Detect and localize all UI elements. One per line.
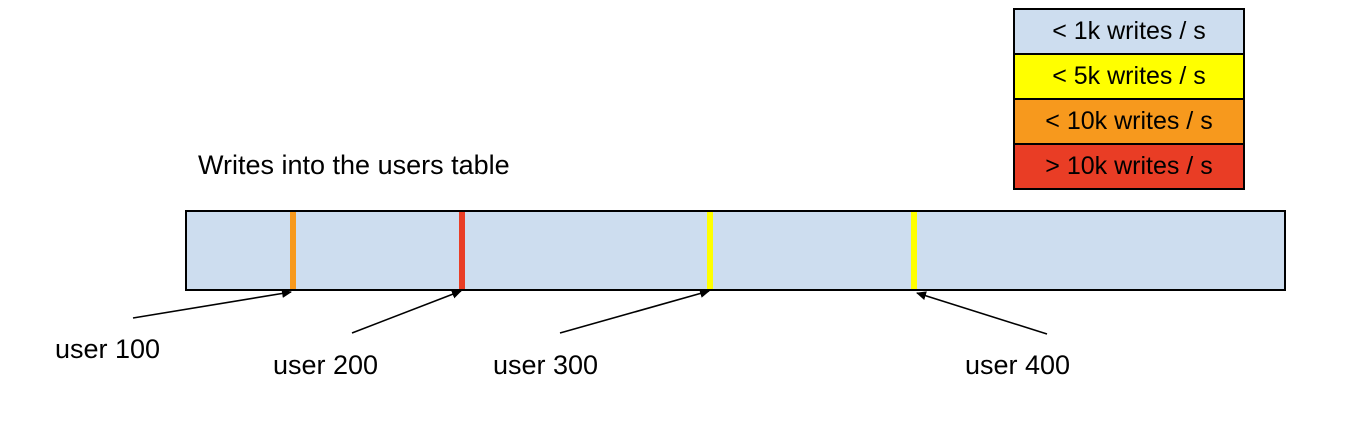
- arrow-user-200: [351, 290, 462, 334]
- arrow-user-100: [132, 289, 292, 319]
- legend-item-lt-10k: < 10k writes / s: [1013, 98, 1245, 145]
- legend-item-lt-1k: < 1k writes / s: [1013, 8, 1245, 55]
- arrow-user-300: [559, 289, 710, 334]
- label-user-300: user 300: [493, 350, 599, 380]
- write-marker-user-400: [911, 212, 917, 289]
- write-marker-user-300: [707, 212, 713, 289]
- legend-item-lt-5k: < 5k writes / s: [1013, 53, 1245, 100]
- write-rate-legend: < 1k writes / s < 5k writes / s < 10k wr…: [1013, 8, 1245, 190]
- legend-item-gt-10k: > 10k writes / s: [1013, 143, 1245, 190]
- label-user-400: user 400: [965, 350, 1071, 380]
- users-table-bar: [185, 210, 1286, 291]
- write-marker-user-200: [459, 212, 465, 289]
- arrow-user-400: [916, 291, 1048, 335]
- label-user-100: user 100: [55, 334, 161, 364]
- write-marker-user-100: [290, 212, 296, 289]
- label-user-200: user 200: [273, 350, 379, 380]
- diagram-title: Writes into the users table: [198, 150, 510, 180]
